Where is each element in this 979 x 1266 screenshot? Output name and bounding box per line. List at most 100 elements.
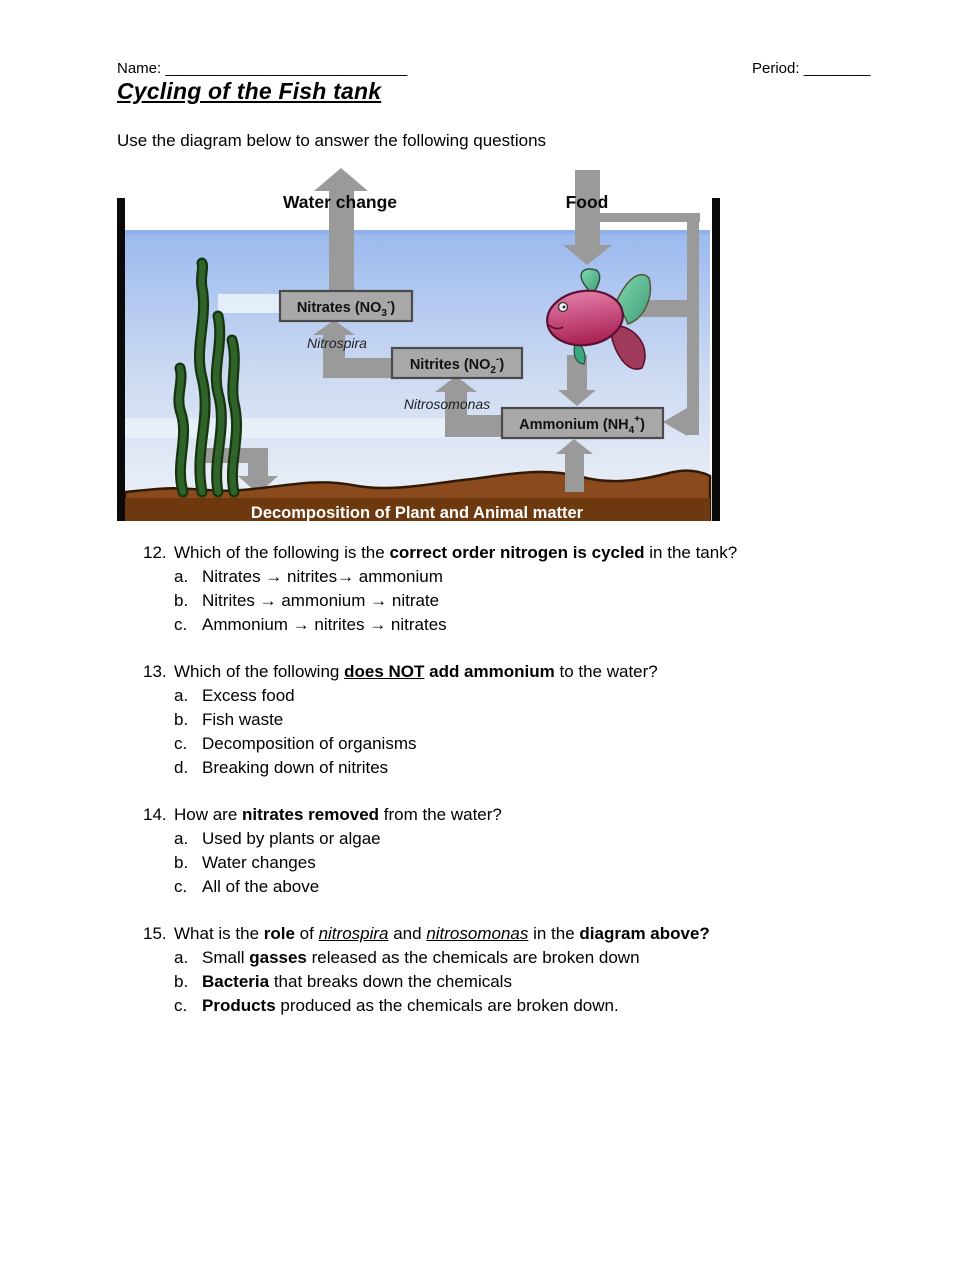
stem-run-bold: role bbox=[263, 924, 295, 943]
stem-run-bold-underline: does NOT bbox=[344, 662, 425, 681]
option-c: c. Decomposition of organisms bbox=[174, 732, 873, 756]
option-b: b.Nitrites → ammonium → nitrate bbox=[174, 589, 873, 613]
option-text: Nitrates → nitrites→ ammonium bbox=[202, 567, 443, 586]
question-14-stem: 14. How are nitrates removed from the wa… bbox=[143, 803, 873, 827]
fish-tank-diagram: Nitrates (NO3-) Nitrites (NO2-) Ammonium… bbox=[117, 168, 720, 523]
option-text: Bacteria that breaks down the chemicals bbox=[202, 970, 512, 994]
ammonium-to-nitrites-arrow bbox=[435, 376, 502, 437]
period-label: Period: bbox=[752, 60, 800, 77]
substrate-band bbox=[125, 498, 710, 521]
option-text: Small gasses released as the chemicals a… bbox=[202, 946, 640, 970]
fish-tail-upper bbox=[616, 273, 651, 325]
substrate bbox=[123, 469, 712, 523]
instruction-text: Use the diagram below to answer the foll… bbox=[117, 131, 547, 150]
option-text: Excess food bbox=[202, 686, 295, 705]
stem-run: and bbox=[388, 924, 427, 943]
option-b: b. Bacteria that breaks down the chemical… bbox=[174, 970, 873, 994]
name-field-row: Name: _____________________________ bbox=[117, 60, 407, 77]
stem-run: in the tank? bbox=[644, 543, 738, 562]
food-label: Food bbox=[566, 192, 609, 212]
question-number: 12. bbox=[143, 543, 167, 562]
nitrates-box-label: Nitrates (NO3-) bbox=[297, 297, 396, 319]
stem-run: of bbox=[294, 924, 319, 943]
option-letter: a. bbox=[174, 686, 189, 705]
fish-tail-lower bbox=[610, 325, 646, 370]
option-run: produced as the chemicals are broken dow… bbox=[275, 996, 619, 1015]
stem-run-bold: diagram above? bbox=[579, 924, 710, 943]
option-letter: a. bbox=[174, 948, 189, 967]
option-c: c.All of the above bbox=[174, 875, 873, 899]
option-letter: c. bbox=[174, 615, 188, 634]
nitrosomonas-label: Nitrosomonas bbox=[404, 396, 490, 412]
nitrites-box-label: Nitrites (NO2-) bbox=[410, 354, 504, 376]
option-run-bold: Bacteria bbox=[202, 972, 270, 991]
option-letter: a. bbox=[174, 829, 189, 848]
option-letter: b. bbox=[174, 972, 189, 991]
option-letter: c. bbox=[174, 734, 188, 753]
tank-wall-left bbox=[117, 198, 125, 521]
option-text: Products produced as the chemicals are b… bbox=[202, 994, 619, 1018]
option-letter: c. bbox=[174, 996, 188, 1015]
stem-run-italic-underline: nitrospira bbox=[318, 924, 389, 943]
name-blank-line: _____________________________ bbox=[165, 60, 408, 77]
question-number: 15. bbox=[143, 924, 167, 943]
ammonium-box-label: Ammonium (NH4+) bbox=[519, 414, 645, 436]
food-to-ammonium-line bbox=[600, 213, 700, 436]
period-blank-line: ________ bbox=[803, 60, 871, 77]
stem-run: in the bbox=[528, 924, 580, 943]
option-run-bold: gasses bbox=[249, 948, 307, 967]
water-change-label: Water change bbox=[283, 192, 397, 212]
fish-tank-diagram-svg: Nitrates (NO3-) Nitrites (NO2-) Ammonium… bbox=[117, 168, 720, 523]
option-run: that breaks down the chemicals bbox=[269, 972, 512, 991]
option-letter: d. bbox=[174, 758, 189, 777]
fish-pupil bbox=[562, 305, 566, 309]
fish-mouth bbox=[548, 324, 564, 330]
option-a: a. Excess food bbox=[174, 684, 873, 708]
option-text: Decomposition of organisms bbox=[202, 734, 417, 753]
option-a: a. Small gasses released as the chemicals… bbox=[174, 946, 873, 970]
nitrites-to-nitrates-arrow bbox=[313, 320, 392, 378]
period-field-row: Period: ________ bbox=[752, 60, 870, 77]
question-list: 12. Which of the following is the correc… bbox=[143, 541, 873, 1041]
stem-run-bold: add ammonium bbox=[424, 662, 555, 681]
question-15: 15. What is the role of nitrospira and n… bbox=[143, 922, 873, 1018]
substrate-label: Decomposition of Plant and Animal matter bbox=[251, 504, 584, 521]
option-run: Small bbox=[202, 948, 250, 967]
question-14: 14. How are nitrates removed from the wa… bbox=[143, 803, 873, 899]
question-text: How are nitrates removed from the water? bbox=[174, 803, 873, 827]
fish-illustration bbox=[546, 268, 651, 370]
stem-run-italic-underline: nitrosomonas bbox=[426, 924, 529, 943]
nitrospira-label: Nitrospira bbox=[307, 335, 367, 351]
option-b: b.Water changes bbox=[174, 851, 873, 875]
option-text: Fish waste bbox=[202, 710, 284, 729]
question-15-stem: 15. What is the role of nitrospira and n… bbox=[143, 922, 873, 946]
stem-run: What is the bbox=[174, 924, 264, 943]
option-letter: c. bbox=[174, 877, 188, 896]
page-title: Cycling of the Fish tank bbox=[117, 78, 382, 104]
option-letter: b. bbox=[174, 710, 189, 729]
option-letter: a. bbox=[174, 567, 189, 586]
option-d: d.Breaking down of nitrites bbox=[174, 756, 873, 780]
stem-run: to the water? bbox=[554, 662, 658, 681]
option-c: c.Ammonium → nitrites → nitrates bbox=[174, 613, 873, 637]
stem-run-bold: nitrates removed bbox=[242, 805, 380, 824]
stem-run: Which of the following bbox=[174, 662, 345, 681]
option-a: a. Used by plants or algae bbox=[174, 827, 873, 851]
option-text: Used by plants or algae bbox=[202, 829, 381, 848]
name-label: Name: bbox=[117, 60, 162, 77]
option-a: a. Nitrates → nitrites→ ammonium bbox=[174, 565, 873, 589]
fish-dorsal-fin bbox=[580, 268, 601, 296]
stem-run: Which of the following is the bbox=[174, 543, 390, 562]
food-arrow bbox=[563, 170, 612, 265]
question-12: 12. Which of the following is the correc… bbox=[143, 541, 873, 637]
stem-run: from the water? bbox=[379, 805, 502, 824]
tank-wall-right bbox=[712, 198, 720, 521]
nitrites-box: Nitrites (NO2-) bbox=[390, 346, 524, 380]
option-run-bold: Products bbox=[202, 996, 276, 1015]
option-c: c. Products produced as the chemicals are… bbox=[174, 994, 873, 1018]
question-13: 13. Which of the following does NOT add … bbox=[143, 660, 873, 780]
question-12-stem: 12. Which of the following is the correc… bbox=[143, 541, 873, 565]
ammonium-box: Ammonium (NH4+) bbox=[500, 406, 665, 440]
option-letter: b. bbox=[174, 591, 189, 610]
